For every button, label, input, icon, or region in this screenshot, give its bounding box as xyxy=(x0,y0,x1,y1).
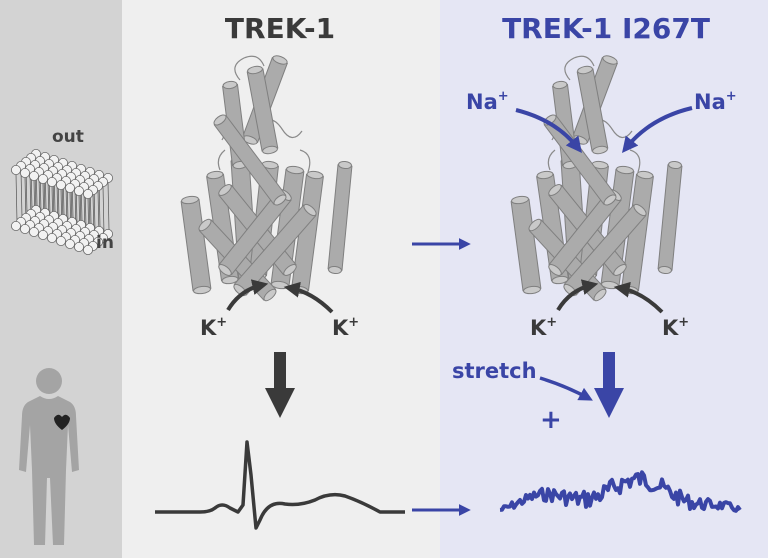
heart-icon xyxy=(54,414,70,430)
na-entry-arrow-left xyxy=(515,108,582,154)
trek1-mutant-structure-icon xyxy=(510,55,683,302)
membrane-out-label: out xyxy=(52,127,84,147)
wild-type-title: TREK-1 xyxy=(225,12,335,45)
k-ion-left-label: K+ xyxy=(200,315,227,340)
mutant-k-entry-arrow-left xyxy=(556,279,599,312)
arrhythmic-trace xyxy=(499,470,742,513)
k-entry-arrow-right xyxy=(283,281,334,314)
mutant-k-ion-left-label: K+ xyxy=(530,315,557,340)
membrane-in-label: in xyxy=(96,233,114,253)
mutant-k-ion-right-label: K+ xyxy=(662,315,689,340)
k-entry-arrow-left xyxy=(226,279,269,312)
k-ion-right-label: K+ xyxy=(332,315,359,340)
mutant-k-entry-arrow-right xyxy=(613,281,664,314)
down-arrow-mutant xyxy=(594,352,624,418)
lipid-bilayer-icon xyxy=(10,148,114,255)
na-ion-left-label: Na+ xyxy=(466,89,509,114)
mutant-title: TREK-1 I267T xyxy=(502,12,710,45)
action-potential-trace xyxy=(155,440,405,530)
human-silhouette-icon xyxy=(19,368,79,545)
trek1-structure-icon xyxy=(180,55,353,302)
stretch-plus-sign: + xyxy=(540,405,562,435)
stretch-label: stretch xyxy=(452,359,537,383)
na-ion-right-label: Na+ xyxy=(694,89,737,114)
down-arrow-wild-type xyxy=(265,352,295,418)
na-entry-arrow-right xyxy=(622,106,693,153)
stretch-arrow xyxy=(539,376,593,401)
